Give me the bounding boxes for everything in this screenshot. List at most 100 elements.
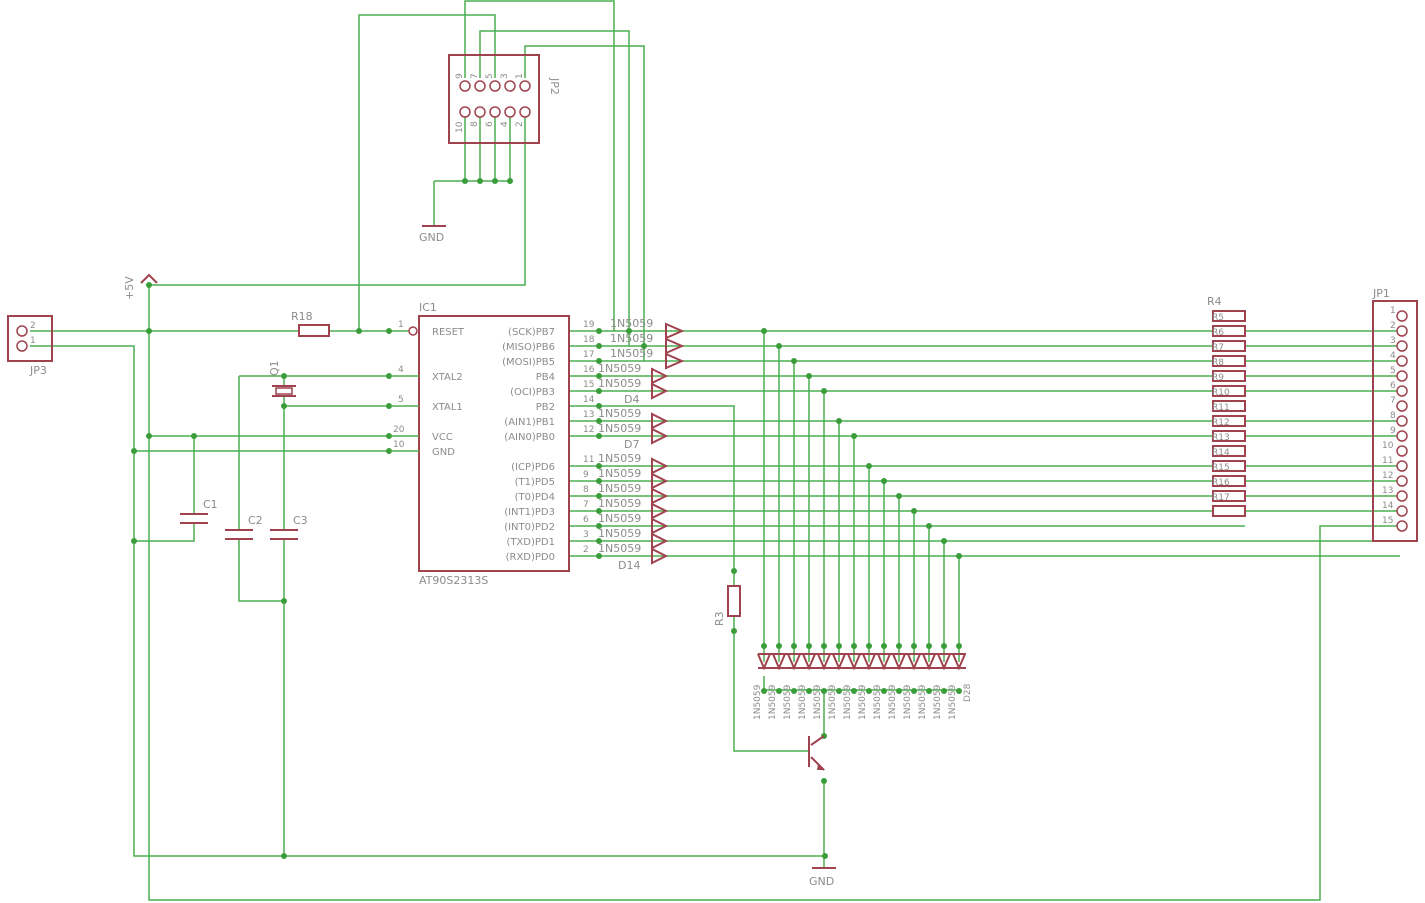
jp2-connector: 9 7 5 3 1 10 8 6 4 2 JP2: [448, 54, 561, 144]
ic-pin-4-num: 4: [398, 365, 404, 375]
svg-text:6: 6: [1390, 381, 1396, 391]
svg-text:R9: R9: [1212, 373, 1224, 383]
jp2-pin-3: 3: [500, 73, 510, 79]
bottom-diode-label-3: 1N5059: [783, 684, 793, 720]
gnd-bottom-label: GND: [809, 875, 834, 888]
svg-text:13: 13: [1382, 486, 1393, 496]
ic-pin-19-num: 19: [583, 320, 595, 330]
ic-pin-pd1: (TXD)PD1: [506, 537, 555, 548]
wire-reset-jp2: [358, 14, 496, 331]
ic-pin-1-num: 1: [398, 320, 404, 330]
diode-part-label-8: 1N5059: [598, 452, 641, 465]
r3-label: R3: [713, 611, 726, 626]
svg-text:R11: R11: [1212, 403, 1230, 413]
bottom-diode-label-12: 1N5059: [918, 684, 928, 720]
ic-pin-pd3: (INT1)PD3: [504, 507, 555, 518]
ic-pin-pd5: (T1)PD5: [515, 477, 555, 488]
ic-pin-14-num: 14: [583, 395, 595, 405]
ic-pin-3-num: 3: [583, 530, 589, 540]
ic-pin-pb1: (AIN1)PB1: [504, 417, 555, 428]
ic-pin-8-num: 8: [583, 485, 589, 495]
bottom-diode-label-14: 1N5059: [948, 684, 958, 720]
diode-part-label-2: 1N5059: [610, 332, 653, 345]
diode-d4-label: D4: [624, 393, 639, 406]
diode-d14-label: D14: [618, 559, 640, 572]
svg-text:10: 10: [1382, 441, 1394, 451]
ic-pin-10-num: 10: [393, 440, 405, 450]
gnd-symbol-top: GND: [419, 225, 446, 244]
ic-pin-12-num: 12: [583, 425, 594, 435]
c3-capacitor: C3: [270, 514, 308, 540]
ic-right-pins: 19 (SCK)PB7 18 (MISO)PB6 17 (MOSI)PB5 16…: [502, 320, 595, 563]
ic-pin-pd2: (INT0)PD2: [504, 522, 555, 533]
jp3-pin-2: 2: [30, 321, 36, 331]
jp2-pin-2: 2: [515, 121, 525, 127]
svg-text:8: 8: [1390, 411, 1396, 421]
diode-part-label-14: 1N5059: [598, 542, 641, 555]
jp2-pin-9: 9: [455, 73, 465, 79]
ic-pin-11-num: 11: [583, 455, 594, 465]
svg-text:1: 1: [1390, 306, 1396, 316]
ic-pin-7-num: 7: [583, 500, 589, 510]
ic-pin-5-num: 5: [398, 395, 404, 405]
vcc-symbol: +5V: [123, 273, 158, 300]
ic-pin-gnd: GND: [432, 447, 455, 458]
c2-capacitor: C2: [225, 514, 263, 540]
r18-resistor: R18: [291, 310, 330, 337]
svg-text:R6: R6: [1212, 328, 1224, 338]
ic-pin-6-num: 6: [583, 515, 589, 525]
jp2-pin-8: 8: [470, 121, 480, 127]
wire-xtal2: [238, 375, 390, 602]
bottom-diode-labels: 1N5059 1N5059 1N5059 1N5059 1N5059 1N505…: [753, 683, 973, 720]
wire-jp2-mosi: [524, 45, 645, 361]
ic-pin-xtal2: XTAL2: [432, 372, 463, 383]
ic-pin-reset: RESET: [432, 327, 465, 338]
gnd-symbol-bottom: GND: [809, 867, 836, 888]
svg-text:15: 15: [1382, 516, 1393, 526]
ic-pin-pb6: (MISO)PB6: [502, 342, 555, 353]
ic-pin-18-num: 18: [583, 335, 595, 345]
ic-pin-pb7: (SCK)PB7: [508, 327, 555, 338]
ic-pin-15-num: 15: [583, 380, 594, 390]
ic-pin-xtal1: XTAL1: [432, 402, 463, 413]
svg-text:R17: R17: [1212, 493, 1230, 503]
c1-capacitor: C1: [180, 498, 218, 524]
jp1-pin-numbers: 1 2 3 4 5 6 7 8 9 10 11 12 13 14 15: [1382, 306, 1396, 526]
bottom-diode-label-7: 1N5059: [843, 684, 853, 720]
wire-vcc-to-jp2: [149, 115, 526, 286]
diode-part-label-10: 1N5059: [598, 482, 641, 495]
ic-pin-20-num: 20: [393, 425, 405, 435]
diode-labels: 1N5059 1N5059 1N5059 1N5059 1N5059 D4 1N…: [598, 317, 653, 572]
q1-label: Q1: [268, 360, 281, 376]
ic-pin-13-num: 13: [583, 410, 594, 420]
diode-part-label-1: 1N5059: [610, 317, 653, 330]
r3-resistor: R3: [713, 585, 741, 626]
svg-text:R12: R12: [1212, 418, 1230, 428]
bottom-diode-label-10: 1N5059: [888, 684, 898, 720]
svg-text:R8: R8: [1212, 358, 1224, 368]
bottom-diode-label-2: 1N5059: [768, 684, 778, 720]
ic-pin-pb0: (AIN0)PB0: [504, 432, 555, 443]
svg-text:3: 3: [1390, 336, 1396, 346]
ic-pin-9-num: 9: [583, 470, 589, 480]
svg-text:2: 2: [1390, 321, 1396, 331]
ic-pin-vcc: VCC: [432, 432, 453, 443]
diode-part-label-6: 1N5059: [598, 407, 641, 420]
ic-pin-pb5: (MOSI)PB5: [502, 357, 555, 368]
q1-crystal: Q1: [268, 360, 296, 397]
output-diodes: 1N5059 1N5059 1N5059 1N5059 1N5059 D4 1N…: [598, 317, 685, 572]
ic1-label: IC1: [419, 301, 437, 314]
junctions: [131, 178, 962, 859]
resistor-bodies: [1212, 310, 1246, 517]
wire-c1: [134, 436, 195, 542]
jp2-top-row: [459, 80, 531, 92]
svg-text:7: 7: [1390, 396, 1396, 406]
resistor-bank: R4 R5 R6 R7 R8 R9 R10 R11 R12 R13: [1207, 295, 1246, 517]
svg-text:4: 4: [1390, 351, 1396, 361]
ic-pin-pd4: (T0)PD4: [515, 492, 555, 503]
jp2-pin-1: 1: [515, 73, 525, 79]
bottom-diode-d28: D28: [963, 683, 973, 702]
jp1-label: JP1: [1372, 287, 1390, 300]
wires: [30, 0, 1400, 901]
